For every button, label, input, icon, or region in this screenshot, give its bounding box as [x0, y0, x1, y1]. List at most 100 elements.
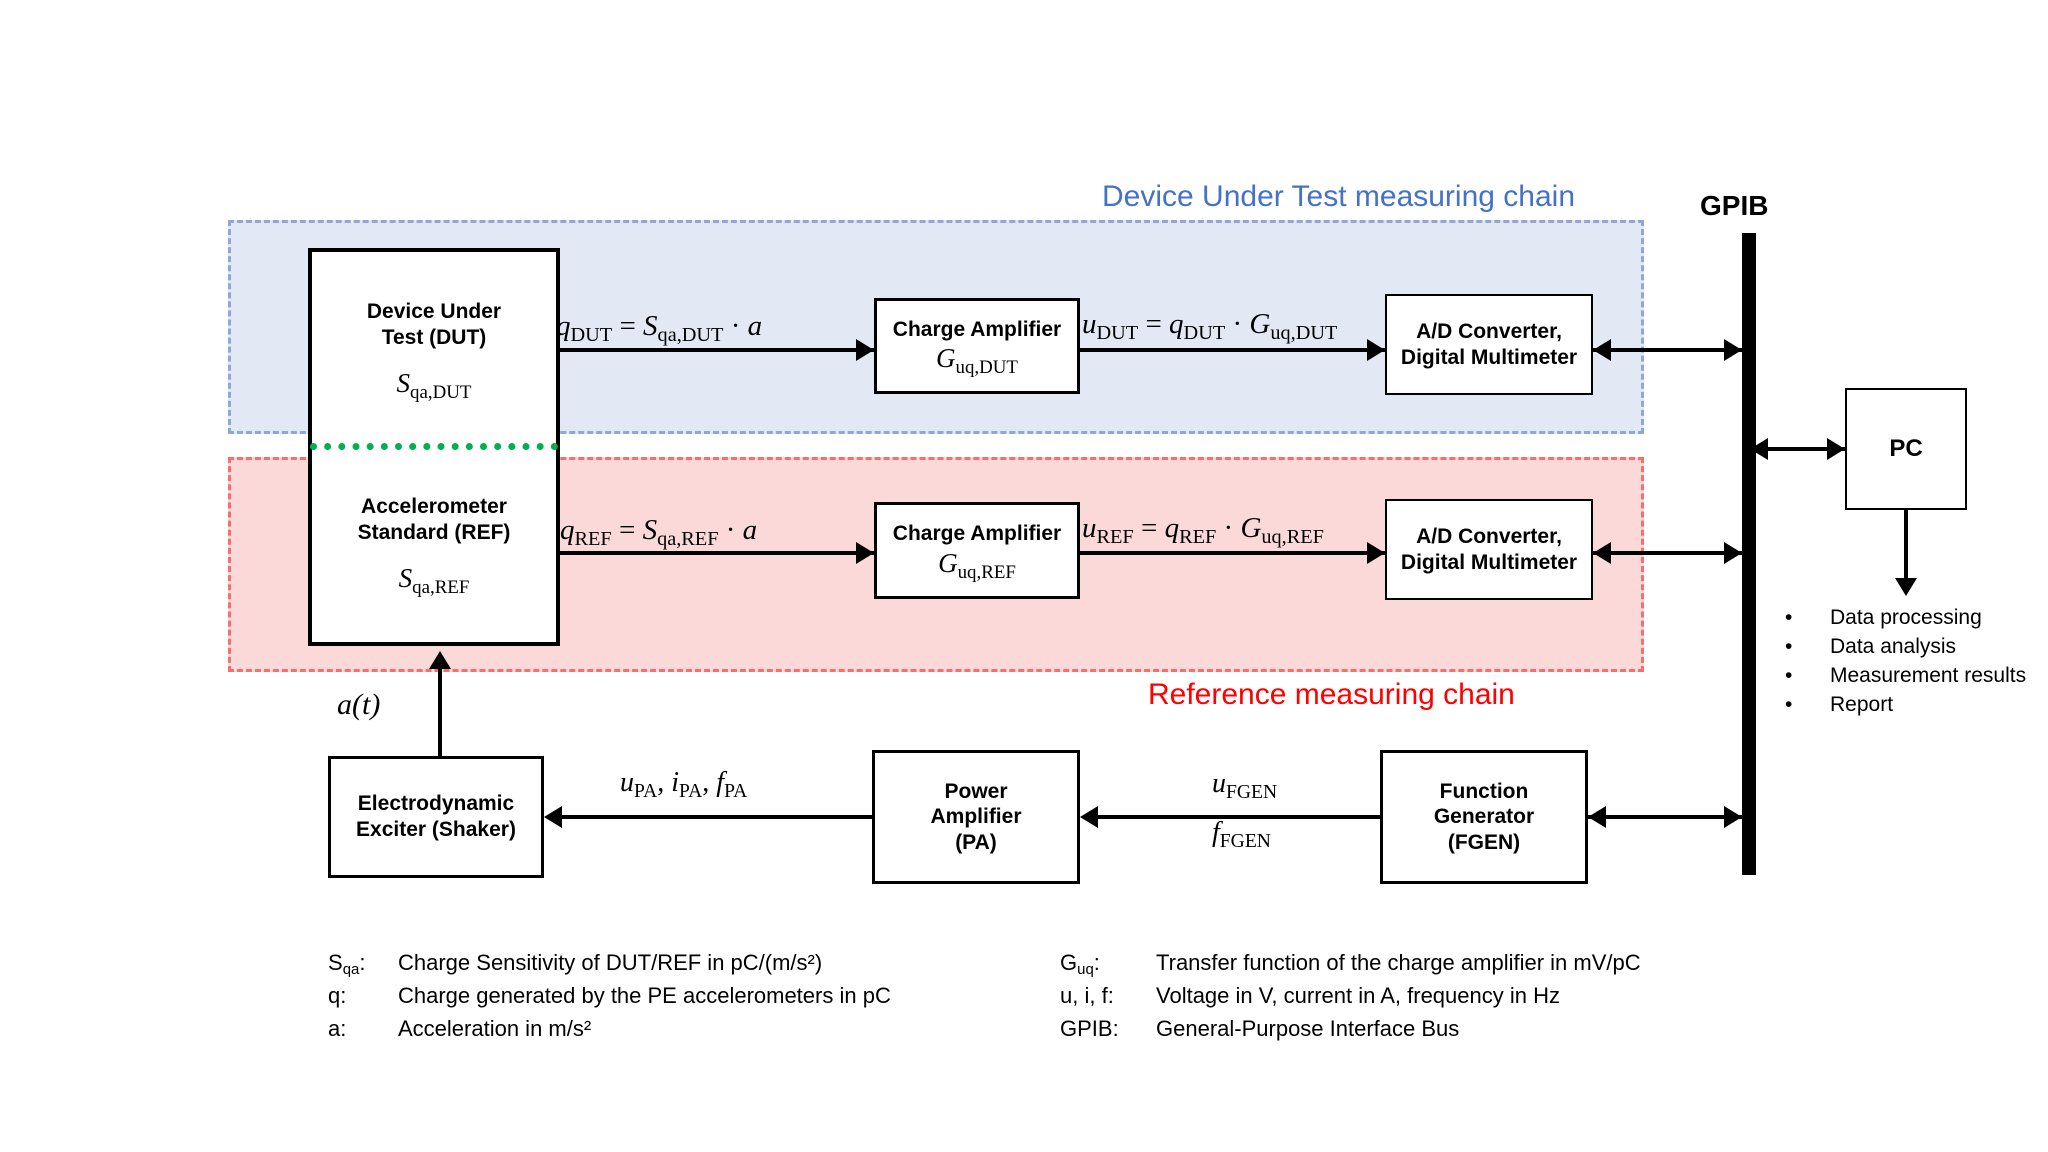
- sensor-divider-dotted-line: [310, 443, 558, 450]
- line-shaker-to-sensor: [438, 668, 442, 760]
- ca-dut-title: Charge Amplifier: [892, 317, 1062, 341]
- equation-u-dut: uDUT = qDUT · Guq,DUT: [1082, 308, 1338, 345]
- pc-label: PC: [1889, 435, 1923, 463]
- arrowhead-dut-ca-to-adc: [1367, 339, 1385, 361]
- shaker-line2: Exciter (Shaker): [356, 818, 516, 841]
- legend-text: Acceleration in m/s²: [398, 1016, 592, 1041]
- charge-amplifier-ref-box: Charge Amplifier Guq,REF: [874, 502, 1080, 599]
- list-item: • Data processing: [1785, 606, 2026, 635]
- line-gpib-to-pc: [1756, 447, 1845, 451]
- legend-text: General-Purpose Interface Bus: [1156, 1016, 1460, 1041]
- dut-line1: Device Under: [366, 300, 502, 324]
- arrowhead-pa-to-shaker: [544, 806, 562, 828]
- pc-outputs-list: • Data processing • Data analysis • Meas…: [1785, 606, 2026, 722]
- ref-sensitivity-symbol: Sqa,REF: [398, 562, 470, 598]
- arrowhead-fgen-to-pa: [1080, 806, 1098, 828]
- ref-line2: Standard (REF): [357, 521, 511, 545]
- bullet-icon: •: [1785, 693, 1793, 716]
- equation-acceleration: a(t): [337, 688, 381, 721]
- shaker-box: Electrodynamic Exciter (Shaker): [328, 756, 544, 878]
- shaker-line1: Electrodynamic: [357, 792, 515, 816]
- bullet-icon: •: [1785, 664, 1793, 687]
- line-dut-adc-to-gpib: [1593, 348, 1742, 352]
- dut-chain-caption: Device Under Test measuring chain: [1102, 180, 1576, 213]
- dut-line2: Test (DUT): [381, 326, 487, 350]
- list-item: • Report: [1785, 693, 2026, 722]
- equation-u-ref: uREF = qREF · Guq,REF: [1082, 512, 1324, 549]
- legend-right-column: Guq: Transfer function of the charge amp…: [1060, 950, 1641, 1049]
- ca-ref-title: Charge Amplifier: [892, 522, 1062, 546]
- line-gpib-to-fgen: [1588, 815, 1742, 819]
- legend-row: q: Charge generated by the PE accelerome…: [328, 983, 891, 1016]
- list-item: • Measurement results: [1785, 664, 2026, 693]
- legend-text: Transfer function of the charge amplifie…: [1156, 950, 1641, 975]
- equation-q-dut: qDUT = Sqa,DUT · a: [556, 310, 763, 347]
- legend-symbol: GPIB:: [1060, 1016, 1119, 1041]
- legend-row: GPIB: General-Purpose Interface Bus: [1060, 1016, 1641, 1049]
- pc-output-label: Data processing: [1830, 606, 1982, 629]
- adc-ref-line1: A/D Converter,: [1416, 524, 1562, 548]
- line-ref-ca-to-adc: [1080, 551, 1385, 555]
- arrowhead-dut-adc-to-gpib: [1724, 339, 1742, 361]
- legend-row: u, i, f: Voltage in V, current in A, fre…: [1060, 983, 1641, 1016]
- legend-row: Guq: Transfer function of the charge amp…: [1060, 950, 1641, 983]
- ref-chain-caption: Reference measuring chain: [1148, 678, 1515, 711]
- adc-dmm-ref-box: A/D Converter, Digital Multimeter: [1385, 499, 1593, 600]
- line-pa-to-shaker: [562, 815, 872, 819]
- arrowhead-ref-adc-to-gpib: [1724, 542, 1742, 564]
- arrowhead-dut-sensor-to-ca: [856, 339, 874, 361]
- pa-line2: Amplifier: [930, 805, 1022, 829]
- pc-box: PC: [1845, 388, 1967, 510]
- line-pc-to-outputs: [1904, 510, 1908, 582]
- pc-output-label: Measurement results: [1830, 664, 2027, 687]
- pc-output-label: Data analysis: [1830, 635, 1957, 658]
- adc-dut-line1: A/D Converter,: [1416, 319, 1562, 343]
- arrowhead-ref-ca-to-adc: [1367, 542, 1385, 564]
- legend-symbol: q:: [328, 983, 347, 1008]
- legend-row: Sqa: Charge Sensitivity of DUT/REF in pC…: [328, 950, 891, 983]
- ref-sensor-box: Accelerometer Standard (REF) Sqa,REF: [312, 447, 556, 642]
- legend-text: Voltage in V, current in A, frequency in…: [1156, 983, 1560, 1008]
- ref-line1: Accelerometer: [361, 495, 507, 519]
- legend-text: Charge Sensitivity of DUT/REF in pC/(m/s…: [398, 950, 823, 975]
- arrowhead-gpib-fgen-right: [1724, 806, 1742, 828]
- pa-line1: Power: [944, 779, 1008, 803]
- ca-dut-gain-symbol: Guq,DUT: [936, 343, 1018, 379]
- gpib-bus-bar: [1742, 233, 1756, 875]
- legend-symbol: u, i, f:: [1060, 983, 1114, 1008]
- legend-text: Charge generated by the PE accelerometer…: [398, 983, 891, 1008]
- line-dut-sensor-to-ca: [560, 348, 874, 352]
- adc-dut-line2: Digital Multimeter: [1400, 345, 1578, 369]
- equation-fgen-voltage: uFGEN: [1212, 768, 1278, 804]
- arrowhead-shaker-to-sensor: [429, 651, 451, 669]
- arrowhead-gpib-pc-right: [1827, 438, 1845, 460]
- arrowhead-gpib-to-dut-adc: [1593, 339, 1611, 361]
- legend-left-column: Sqa: Charge Sensitivity of DUT/REF in pC…: [328, 950, 891, 1049]
- legend-symbol: Sqa:: [328, 950, 366, 979]
- adc-ref-line2: Digital Multimeter: [1400, 550, 1578, 574]
- dut-sensitivity-symbol: Sqa,DUT: [396, 367, 472, 403]
- fgen-line2: Generator: [1433, 805, 1535, 829]
- arrowhead-gpib-to-ref-adc: [1593, 542, 1611, 564]
- equation-q-ref: qREF = Sqa,REF · a: [560, 514, 758, 551]
- bullet-icon: •: [1785, 635, 1793, 658]
- line-ref-sensor-to-ca: [560, 551, 874, 555]
- list-item: • Data analysis: [1785, 635, 2026, 664]
- charge-amplifier-dut-box: Charge Amplifier Guq,DUT: [874, 298, 1080, 394]
- bullet-icon: •: [1785, 606, 1793, 629]
- line-ref-adc-to-gpib: [1593, 551, 1742, 555]
- line-fgen-to-pa: [1098, 815, 1380, 819]
- equation-pa-signals: uPA, iPA, fPA: [620, 767, 748, 803]
- ca-ref-gain-symbol: Guq,REF: [938, 547, 1016, 583]
- legend-symbol: Guq:: [1060, 950, 1100, 979]
- dut-sensor-box: Device Under Test (DUT) Sqa,DUT: [312, 252, 556, 447]
- power-amplifier-box: Power Amplifier (PA): [872, 750, 1080, 884]
- arrowhead-pc-to-outputs: [1895, 578, 1917, 596]
- gpib-label: GPIB: [1700, 190, 1769, 221]
- legend-row: a: Acceleration in m/s²: [328, 1016, 891, 1049]
- fgen-line1: Function: [1439, 779, 1529, 803]
- line-dut-ca-to-adc: [1080, 348, 1385, 352]
- function-generator-box: Function Generator (FGEN): [1380, 750, 1588, 884]
- arrowhead-gpib-fgen-left: [1588, 806, 1606, 828]
